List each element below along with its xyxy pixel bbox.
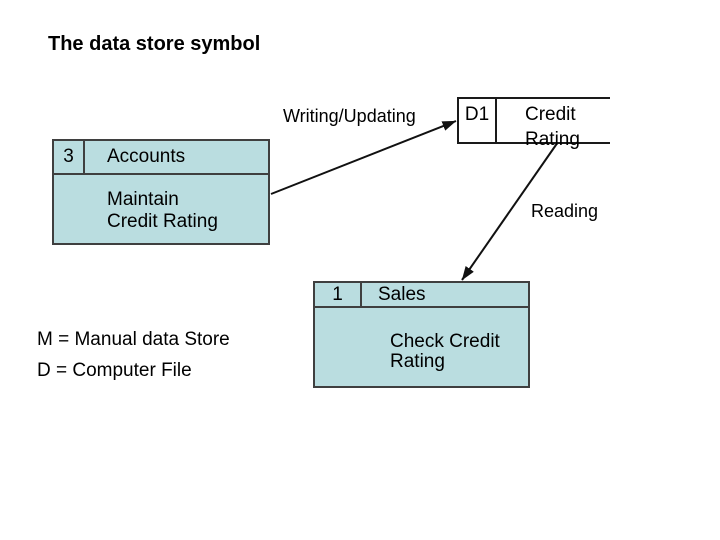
flow-label-reading: Reading — [531, 201, 599, 221]
legend-manual-data-store: M = Manual data Store — [37, 329, 230, 350]
data-store-name: Credit Rating — [525, 104, 580, 150]
process-box-accounts: 3 Accounts Maintain Credit Rating — [52, 139, 270, 245]
process-header: 1 Sales — [315, 283, 528, 308]
page-title: The data store symbol — [48, 33, 261, 55]
process-name: Accounts — [107, 146, 186, 167]
data-store-id-cell: D1 — [459, 99, 497, 142]
process-id-cell: 1 — [315, 283, 362, 306]
process-description: Check Credit Rating — [390, 331, 500, 372]
process-id-cell: 3 — [54, 141, 85, 173]
process-name: Sales — [378, 283, 426, 305]
flow-label-writing-updating: Writing/Updating — [283, 106, 416, 126]
process-description: Maintain Credit Rating — [107, 189, 218, 232]
writing-updating-arrow — [270, 120, 457, 195]
data-store-symbol: D1 Credit Rating — [457, 97, 610, 150]
process-header: 3 Accounts — [54, 141, 268, 175]
legend-computer-file: D = Computer File — [37, 360, 192, 381]
process-box-sales: 1 Sales Check Credit Rating — [313, 281, 530, 388]
